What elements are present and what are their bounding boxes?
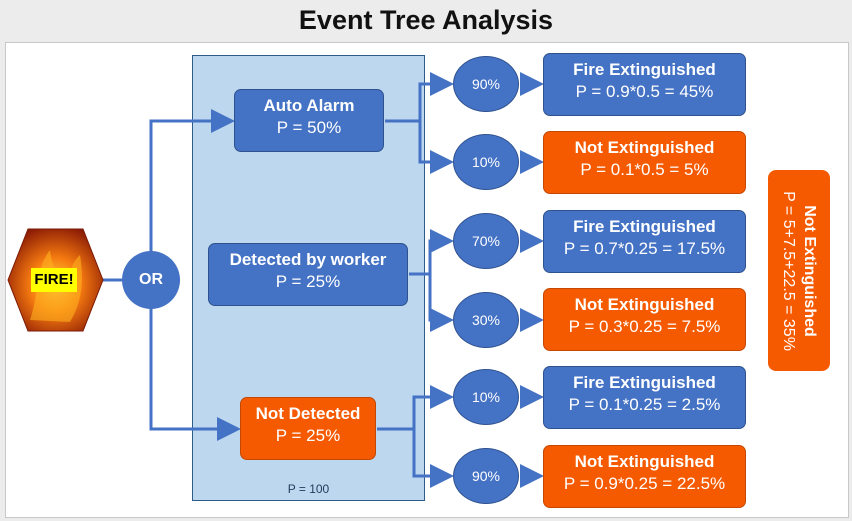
branch-prob: P = 25%	[275, 426, 341, 445]
outcome-formula: P = 0.7*0.25 = 17.5%	[563, 239, 726, 258]
alarm-90-line	[385, 72, 454, 123]
outcome-formula: P = 0.9*0.25 = 22.5%	[563, 474, 726, 493]
branch-title: Detected by worker	[229, 250, 387, 269]
outcome-title: Fire Extinguished	[573, 217, 716, 236]
nd-90-line	[412, 429, 454, 488]
panel-label: P = 100	[287, 482, 330, 496]
prob-circle: 30%	[453, 292, 519, 348]
branch-detected-by-worker: Detected by worker P = 25%	[208, 243, 408, 306]
page-title: Event Tree Analysis	[298, 5, 554, 35]
branch-auto-alarm: Auto Alarm P = 50%	[234, 89, 384, 152]
alarm-10-line	[418, 121, 454, 174]
outcome-title: Fire Extinguished	[573, 373, 716, 392]
outcome-not-extinguished: Not Extinguished P = 0.9*0.25 = 22.5%	[543, 445, 746, 508]
prob-circle: 90%	[453, 56, 519, 112]
summary-formula: P = 5+7.5+22.5 = 35%	[780, 190, 797, 351]
outcome-title: Fire Extinguished	[573, 60, 716, 79]
prob-circle: 90%	[453, 448, 519, 504]
worker-70-line	[409, 229, 454, 276]
branch-prob: P = 50%	[276, 118, 342, 137]
outcome-title: Not Extinguished	[574, 138, 715, 157]
summary-not-extinguished: Not Extinguished P = 5+7.5+22.5 = 35%	[768, 170, 830, 371]
branch-prob: P = 25%	[275, 272, 341, 291]
branch-title: Not Detected	[255, 404, 361, 423]
outcome-formula: P = 0.1*0.5 = 5%	[580, 160, 709, 179]
outcome-title: Not Extinguished	[574, 295, 715, 314]
outcome-fire-extinguished: Fire Extinguished P = 0.1*0.25 = 2.5%	[543, 366, 746, 429]
outcome-not-extinguished: Not Extinguished P = 0.1*0.5 = 5%	[543, 131, 746, 194]
or-to-notdetected-line	[149, 280, 241, 441]
outcome-fire-extinguished: Fire Extinguished P = 0.7*0.25 = 17.5%	[543, 210, 746, 273]
or-gate: OR	[122, 251, 180, 309]
outcome-formula: P = 0.9*0.5 = 45%	[575, 82, 714, 101]
fire-label: FIRE!	[31, 268, 77, 292]
outcome-formula: P = 0.1*0.25 = 2.5%	[568, 395, 721, 414]
summary-title: Not Extinguished	[801, 204, 818, 337]
outcome-fire-extinguished: Fire Extinguished P = 0.9*0.5 = 45%	[543, 53, 746, 116]
prob-circle: 10%	[453, 134, 519, 190]
branch-title: Auto Alarm	[263, 96, 355, 115]
branch-not-detected: Not Detected P = 25%	[240, 397, 376, 460]
prob-circle: 70%	[453, 213, 519, 269]
prob-circle: 10%	[453, 369, 519, 425]
nd-10-line	[377, 385, 454, 431]
outcome-not-extinguished: Not Extinguished P = 0.3*0.25 = 7.5%	[543, 288, 746, 351]
outcome-formula: P = 0.3*0.25 = 7.5%	[568, 317, 721, 336]
outcome-title: Not Extinguished	[574, 452, 715, 471]
worker-30-line	[428, 274, 454, 332]
